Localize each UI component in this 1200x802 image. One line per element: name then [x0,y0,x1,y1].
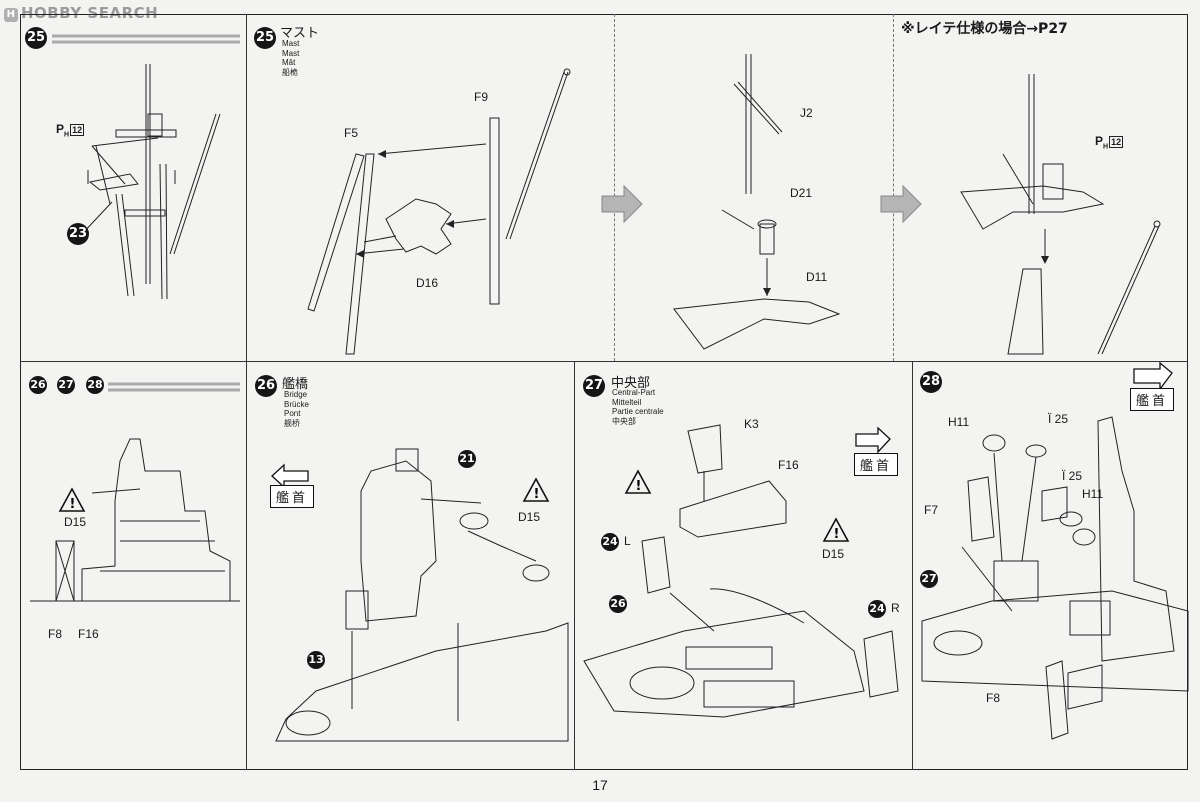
mast-platform-drawing [880,74,1161,355]
part-d15-label: D15 [64,515,87,529]
part-k3-label: K3 [744,417,759,431]
ref-step-badge: 24 [868,600,886,618]
warning-triangle-icon: ! [624,469,652,494]
divider [614,14,615,361]
mast-base-drawing [601,54,841,350]
bow-label: 艦首 [270,485,315,508]
hobby-search-logo-icon: H [4,8,18,22]
part-i25-label: Ï 25 [1048,412,1069,426]
bow-label: 艦首 [1130,388,1175,411]
step-title: 艦橋 [282,377,309,392]
part-d15-label: D15 [518,510,541,524]
step-badge: 26 [29,376,47,394]
svg-text:!: ! [534,487,540,502]
watermark-text: HOBBY SEARCH [21,4,159,22]
divider [246,14,247,770]
divider [20,361,1188,362]
part-f5-label: F5 [344,126,359,140]
part-d11-label: D11 [806,270,828,284]
warning-triangle-icon: ! [58,487,86,512]
step-badge: 28 [86,376,104,394]
part-f8-label: F8 [48,627,63,641]
part-d15-label: D15 [822,547,845,561]
ref-step-badge: 13 [307,651,325,669]
step-badge: 27 [583,375,605,397]
step-panel-26-27-28-overview: 26 27 28 ! D15 F8 F16 [20,361,246,770]
warning-triangle-icon: ! [822,517,850,542]
svg-text:!: ! [834,527,840,542]
part-h11-label: H11 [948,415,970,429]
divider [912,361,913,770]
leyte-variant-note: ※レイテ仕様の場合→P27 [901,21,1068,37]
part-side-label: R [891,601,900,615]
part-f9-label: F9 [474,90,489,104]
ref-step-badge: 27 [920,570,938,588]
step-title: マスト [280,26,320,41]
step-title: 中央部 [611,376,651,391]
mast-parts-drawing [307,68,571,355]
ref-step-badge: 26 [609,595,627,613]
part-i25-label: Ï 25 [1062,469,1083,483]
part-side-label: L [624,534,631,548]
svg-text:!: ! [70,497,76,512]
step-badge: 26 [255,375,277,397]
next-step-arrow-icon [880,184,922,224]
next-step-arrow-icon [601,184,643,224]
ref-step-badge: 24 [601,533,619,551]
part-d21-label: D21 [790,186,813,200]
bow-direction-arrow-icon [1133,361,1173,391]
bridge-drawing: ! [271,448,569,742]
mast-assembly-drawing [52,34,240,300]
warning-triangle-icon: ! [522,477,550,502]
part-f8-label: F8 [986,691,1001,705]
step-badge: 28 [920,371,942,393]
step-panel-mast-base: J2 D21 D11 [601,14,893,361]
step-panel-28: 28 艦首 H11 Ï 25 F7 Ï 25 H11 27 F8 [912,361,1189,770]
step-badge: 25 [25,27,47,49]
bow-label: 艦首 [854,453,899,476]
step-badge: 25 [254,27,276,49]
page-number: 17 [592,777,608,793]
part-h11-label: H11 [1082,487,1104,501]
part-f7-label: F7 [924,503,939,517]
part-f16-label: F16 [778,458,799,472]
overview-drawing: ! [30,382,240,602]
bow-direction-arrow-icon [271,463,309,489]
divider [893,14,894,361]
ref-step-badge: 23 [67,223,89,245]
step-badge: 27 [57,376,75,394]
part-j2-label: J2 [800,106,813,120]
part-d16-label: D16 [416,276,439,290]
step-28-drawing [921,361,1189,740]
part-f16-label: F16 [78,627,99,641]
bow-direction-arrow-icon [855,426,891,454]
instruction-sheet [20,14,1188,770]
ref-step-badge: 21 [458,450,476,468]
central-part-drawing: ! ! [583,424,899,718]
svg-text:!: ! [636,479,642,494]
divider [574,361,575,770]
